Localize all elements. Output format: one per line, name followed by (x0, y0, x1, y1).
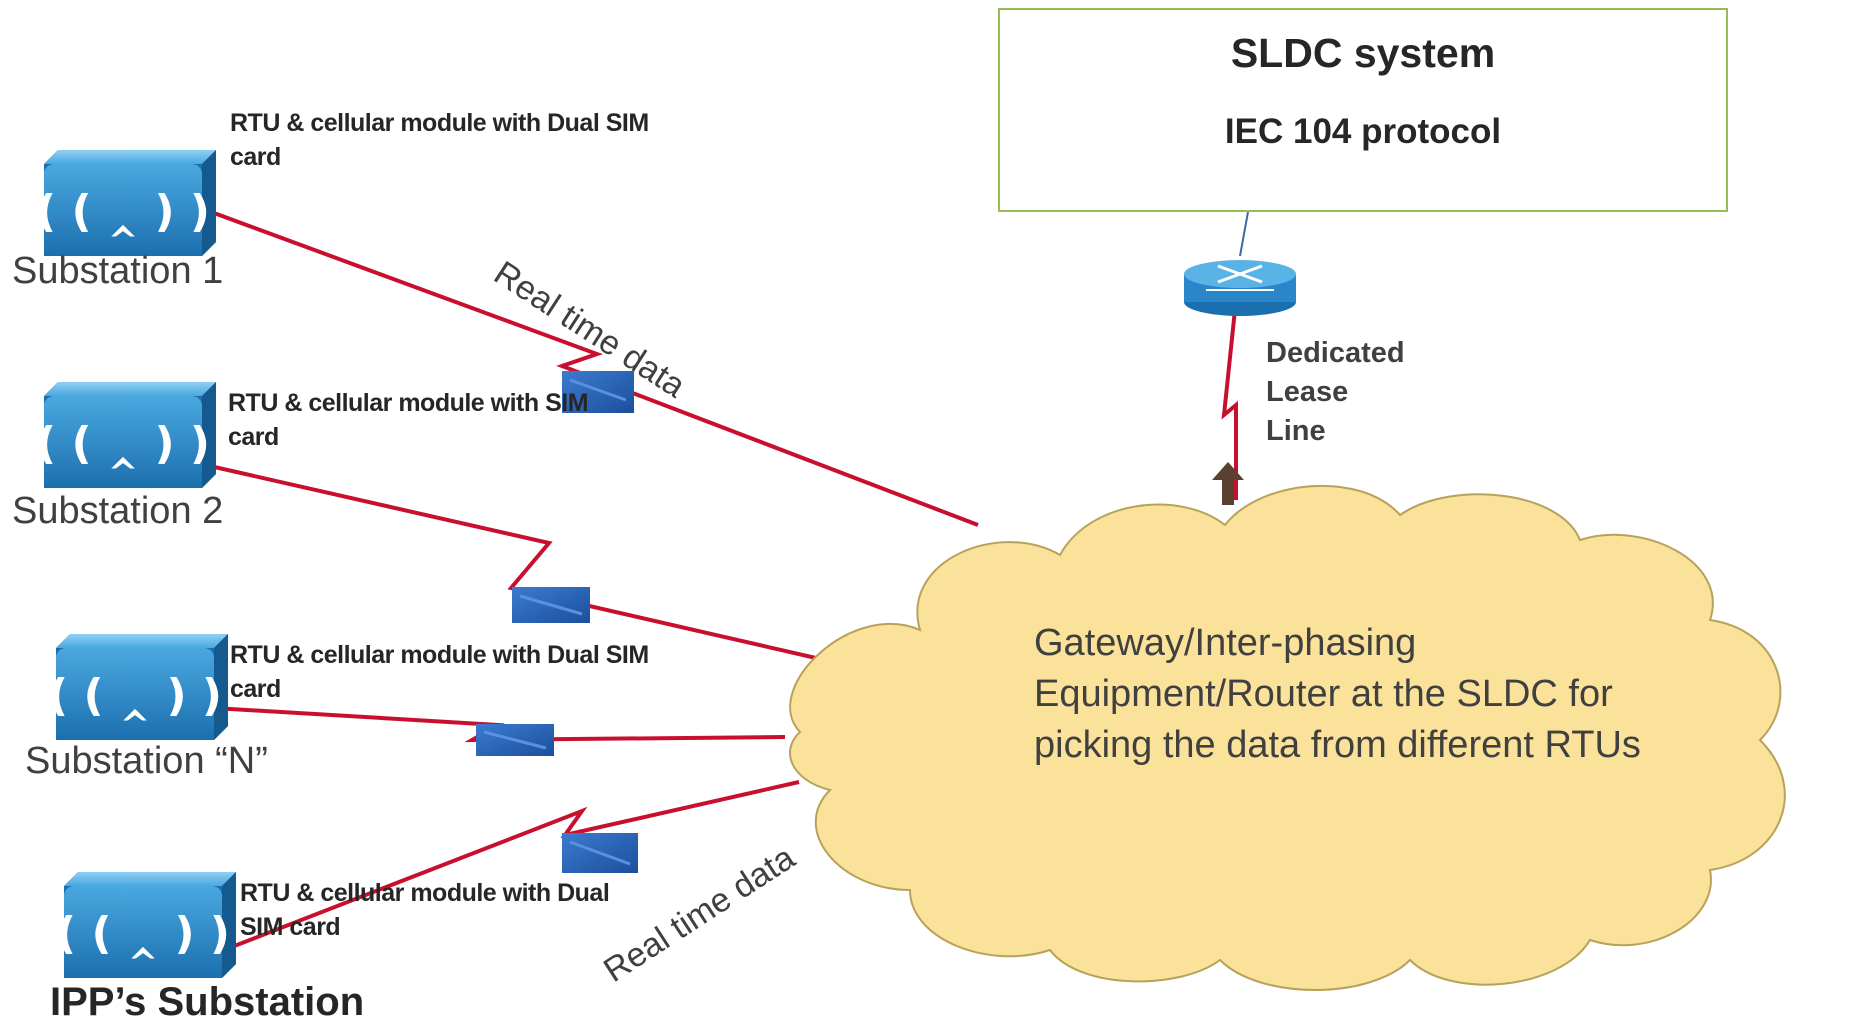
gateway-description: Gateway/Inter-phasing Equipment/Router a… (1034, 622, 1641, 766)
substation-1-label: Substation 1 (12, 250, 224, 292)
link-ipp-substation (223, 780, 800, 952)
ipp-substation-label: IPP’s Substation (50, 980, 365, 1024)
router-to-sldc-line (1239, 211, 1249, 257)
substation-n-label: Substation “N” (25, 740, 268, 782)
lease-line-label: Dedicated Lease Line (1266, 334, 1405, 451)
rtu-label-ipp-substation: RTU & cellular module with Dual SIM card (240, 879, 610, 941)
serial-link-icon (562, 371, 634, 413)
lease-line-text: Dedicated Lease Line (1266, 337, 1405, 447)
router-icon (1184, 260, 1296, 316)
wireless-access-point-icon (36, 150, 216, 256)
sldc-system-box: SLDC system IEC 104 protocol (998, 8, 1728, 212)
substation-2-label: Substation 2 (12, 490, 224, 532)
cloud-icon (789, 484, 1786, 991)
link-substation-2 (209, 464, 843, 666)
rtu-label-substation-1: RTU & cellular module with Dual SIM card (230, 109, 649, 171)
up-arrow-icon (1212, 462, 1244, 505)
serial-link-icon (512, 587, 590, 623)
rtu-label-substation-2: RTU & cellular module with SIM card (228, 389, 589, 451)
wireless-access-point-icon (36, 382, 216, 488)
wireless-access-point-icon (56, 872, 236, 978)
rtu-label-substation-n: RTU & cellular module with Dual SIM card (230, 641, 649, 703)
serial-link-icon (476, 724, 554, 756)
link-lease-line (1221, 299, 1238, 500)
wireless-access-point-icon (48, 634, 228, 740)
serial-link-icon (562, 833, 638, 873)
link-substation-1 (213, 211, 979, 527)
sldc-protocol: IEC 104 protocol (1224, 112, 1502, 151)
sldc-title: SLDC system (1230, 30, 1496, 76)
